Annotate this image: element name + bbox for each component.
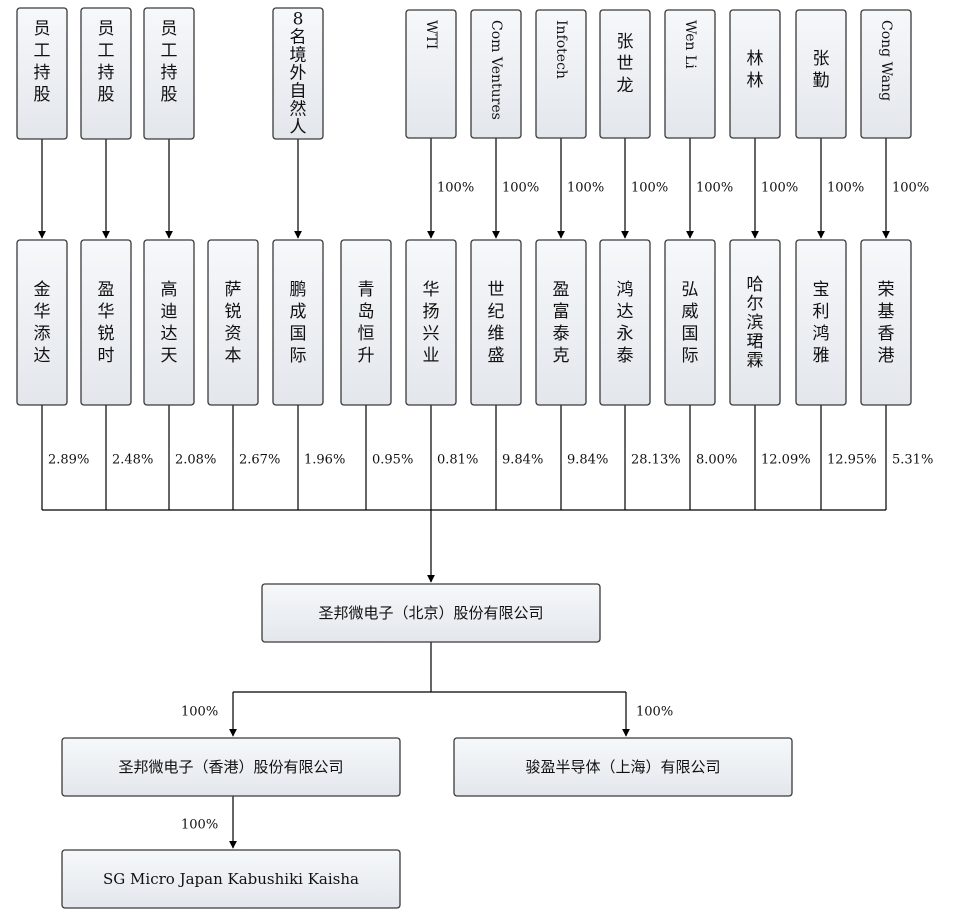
owner-box-5 [405, 9, 457, 139]
shareholder-box-8 [470, 239, 522, 406]
shareholder-label-10: 鸿达永泰 [617, 280, 634, 366]
shareholder-label-11: 弘威国际 [682, 280, 699, 366]
owner-label-9: Wen Li [682, 20, 698, 69]
owner-pct-3: 100% [567, 181, 604, 196]
shareholder-label-3: 高迪达天 [161, 280, 178, 366]
shareholder-box-10 [599, 239, 651, 406]
company-box [261, 583, 601, 643]
shareholder-box-2 [80, 239, 132, 406]
shareholder-label-9: 盈富泰克 [553, 280, 570, 366]
shareholder-label-4: 萨锐资本 [225, 280, 242, 366]
subsidiary-label-1: 圣邦微电子（香港）股份有限公司 [118, 758, 343, 776]
shareholder-box-6 [340, 239, 392, 406]
owner-label-5: WTI [423, 20, 439, 49]
shareholder-label-5: 鹏成国际 [290, 280, 307, 366]
shareholder-pct-3: 2.08% [175, 453, 216, 468]
shareholder-label-13: 宝利鸿雅 [813, 280, 830, 366]
shareholder-box-7 [405, 239, 457, 406]
owner-box-9 [664, 9, 716, 139]
shareholder-pct-4: 2.67% [239, 453, 280, 468]
subsidiary-box-1 [61, 737, 401, 797]
shareholder-box-9 [535, 239, 587, 406]
shareholder-pct-9: 9.84% [567, 453, 608, 468]
company-label: 圣邦微电子（北京）股份有限公司 [318, 604, 543, 622]
owner-label-3: 员工持股 [161, 19, 178, 105]
owner-pct-7: 100% [827, 181, 864, 196]
owner-pct-1: 100% [437, 181, 474, 196]
owner-box-8 [599, 9, 651, 139]
owner-box-6 [470, 9, 522, 139]
shareholder-label-7: 华扬兴业 [423, 280, 440, 366]
shareholder-pct-13: 12.95% [827, 453, 877, 468]
shareholder-box-3 [143, 239, 195, 406]
owner-label-7: Infotech [553, 20, 569, 79]
shareholder-box-5 [272, 239, 324, 406]
owner-pct-6: 100% [761, 181, 798, 196]
owner-label-2: 员工持股 [98, 19, 115, 105]
owner-box-4 [272, 7, 324, 140]
subsidiary-box-2 [453, 737, 793, 797]
shareholder-pct-1: 2.89% [48, 453, 89, 468]
shareholder-label-2: 盈华锐时 [98, 280, 115, 366]
shareholder-label-8: 世纪维盛 [488, 280, 505, 366]
shareholder-box-11 [664, 239, 716, 406]
shareholder-label-6: 青岛恒升 [358, 280, 375, 366]
shareholder-label-1: 金华添达 [34, 280, 51, 366]
sub-subsidiary-label: SG Micro Japan Kabushiki Kaisha [103, 870, 359, 888]
owner-box-2 [80, 7, 132, 140]
subsidiary-pct-1: 100% [181, 705, 218, 720]
shareholder-pct-12: 12.09% [761, 453, 811, 468]
sub-subsidiary-box [61, 849, 401, 909]
owner-box-1 [16, 7, 68, 140]
owner-box-10 [729, 9, 781, 139]
owner-box-12 [860, 9, 912, 139]
owner-box-7 [535, 9, 587, 139]
owner-box-3 [143, 7, 195, 140]
shareholder-pct-14: 5.31% [892, 453, 933, 468]
owner-pct-4: 100% [631, 181, 668, 196]
owner-pct-8: 100% [892, 181, 929, 196]
shareholder-pct-5: 1.96% [304, 453, 345, 468]
shareholder-box-13 [795, 239, 847, 406]
owner-pct-5: 100% [696, 181, 733, 196]
shareholder-pct-6: 0.95% [372, 453, 413, 468]
shareholder-pct-11: 8.00% [696, 453, 737, 468]
shareholder-box-14 [860, 239, 912, 406]
sub-subsidiary-pct: 100% [181, 818, 218, 833]
shareholder-pct-7: 0.81% [437, 453, 478, 468]
owner-label-12: Cong Wang [878, 20, 894, 101]
owner-label-11: 张勤 [813, 49, 830, 91]
subsidiary-pct-2: 100% [636, 705, 673, 720]
shareholder-box-4 [207, 239, 259, 406]
shareholder-box-1 [16, 239, 68, 406]
subsidiary-label-2: 骏盈半导体（上海）有限公司 [525, 758, 720, 776]
owner-pct-2: 100% [502, 181, 539, 196]
owner-box-11 [795, 9, 847, 139]
shareholder-pct-10: 28.13% [631, 453, 681, 468]
shareholder-pct-8: 9.84% [502, 453, 543, 468]
owner-label-8: 张世龙 [617, 32, 634, 96]
owner-label-10: 林林 [747, 49, 764, 91]
owner-label-6: Com Ventures [488, 20, 504, 120]
shareholder-pct-2: 2.48% [112, 453, 153, 468]
shareholder-label-12: 哈尔滨珺霖 [747, 275, 764, 371]
owner-label-1: 员工持股 [34, 19, 51, 105]
shareholder-box-12 [729, 239, 781, 406]
shareholder-label-14: 荣基香港 [878, 280, 895, 366]
